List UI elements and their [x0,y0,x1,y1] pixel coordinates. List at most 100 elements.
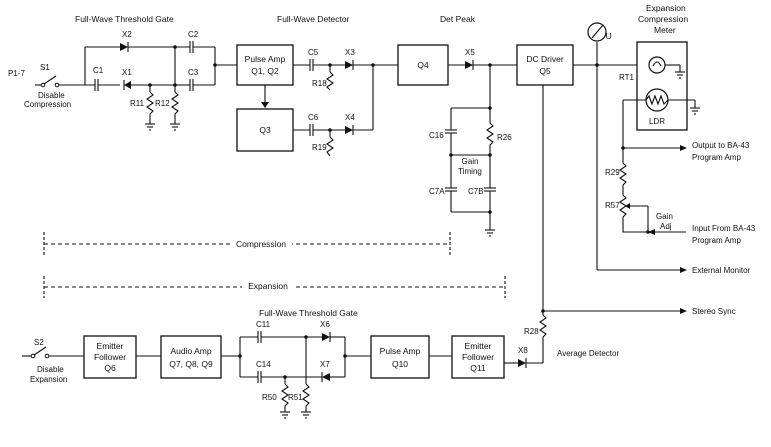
pulse-amp-top-label: Pulse Amp [245,54,286,64]
r11-label: R11 [130,99,145,108]
lamp-filament [652,61,662,67]
diode-x8 [518,358,527,368]
emitter-follower-q6-block [83,335,137,379]
c3-label: C3 [188,68,199,77]
ground-symbol [690,107,700,115]
x7-label: X7 [320,360,330,369]
diode-x4 [345,125,354,135]
ef-q6-line2: Follower [94,352,126,362]
r28-label: R28 [524,327,539,336]
expansion-meter-title-1: Expansion [646,3,686,13]
pulse-amp-q1-q2-block [236,44,294,86]
x2-label: X2 [122,30,132,39]
expansion-meter-title-2: Compression [638,14,688,24]
x6-label: X6 [320,320,330,329]
wiper-arrow [625,203,630,209]
x8-label: X8 [518,346,528,355]
q3-label: Q3 [259,125,271,135]
ground-symbol [675,71,685,79]
rt1-label: RT1 [619,73,635,82]
gain-timing-label-1: Gain [462,157,479,166]
average-detector-label: Average Detector [557,349,619,358]
stereo-sync-label: Stereo Sync [692,307,736,316]
r26-label: R26 [497,133,512,142]
ground-symbol [301,411,311,419]
capacitor-c11 [257,331,262,343]
input-ba43-label-1: Input From BA-43 [692,224,756,233]
capacitor-c3 [189,79,194,91]
capacitor-c7a [445,187,457,192]
ef-q11-line2: Follower [462,352,494,362]
ef-q6-line3: Q6 [104,363,116,373]
compression-range-label: Compression [236,239,286,249]
ground-symbol [485,229,495,237]
capacitor-c1 [94,79,99,91]
capacitor-c6 [309,124,314,136]
lamp-icon [648,56,666,74]
c16-label: C16 [429,131,444,140]
resistor-r57 [619,194,648,233]
x1-label: X1 [122,68,132,77]
gain-adj-label-2: Adj [660,222,672,231]
disable-compression-1: Disable [38,91,65,100]
dc-driver-sub: Q5 [539,66,551,76]
q3-block [236,108,294,152]
s1-switch[interactable] [35,75,60,88]
c7a-label: C7A [429,187,445,196]
c14-label: C14 [256,360,271,369]
dc-driver-q5-block [516,44,574,86]
q4-label: Q4 [417,60,429,70]
resistor-r18 [326,71,334,91]
capacitor-c5 [309,59,314,71]
threshold-gate-bottom-title: Full-Wave Threshold Gate [259,308,358,318]
resistor-r29 [619,162,627,195]
diode-x6 [322,332,331,342]
det-peak-title: Det Peak [440,14,476,24]
resistor-r26 [486,122,494,188]
gain-timing-label-2: Timing [458,167,482,176]
diode-x2 [120,42,129,52]
ground-symbol [280,411,290,419]
r29-label: R29 [605,168,620,177]
s2-switch[interactable] [22,346,50,359]
ldr-label: LDR [649,117,665,126]
vu-label: VU [600,31,612,41]
capacitor-c7b [484,187,496,192]
c7b-label: C7B [468,187,484,196]
resistor-r28 [539,314,547,363]
output-ba43-label-1: Output to BA-43 [692,141,750,150]
ef-q11-line3: Q11 [470,363,486,373]
audio-amp-sub: Q7, Q8, Q9 [169,359,213,369]
diode-x7 [321,372,330,382]
external-monitor-label: External Monitor [692,266,751,275]
diode-x5 [465,60,474,70]
r57-label: R57 [605,201,620,210]
audio-amp-label: Audio Amp [170,346,211,356]
ef-q6-line1: Emitter [97,341,124,351]
gain-adj-label-1: Gain [656,212,673,221]
dc-driver-label: DC Driver [526,54,563,64]
emitter-follower-q11-block [451,335,505,379]
output-ba43-label-2: Program Amp [692,153,741,162]
c11-label: C11 [256,320,271,329]
c1-label: C1 [93,66,104,75]
resistor-r51 [302,383,310,412]
r19-label: R19 [312,143,327,152]
p1-7-label: P1-7 [8,69,25,78]
ldr-resistor [645,94,669,106]
pulse-amp-bottom-label: Pulse Amp [380,346,421,356]
resistor-r19 [326,136,334,157]
r18-label: R18 [312,79,327,88]
vu-meter-icon [587,22,607,42]
diode-x1 [123,80,131,90]
capacitor-c16 [445,129,457,134]
expansion-meter-title-3: Meter [654,25,676,35]
disable-expansion-2: Expansion [30,375,67,384]
audio-amp-block [160,335,222,379]
c2-label: C2 [188,30,199,39]
r50-label: R50 [262,393,277,402]
pulse-amp-bottom-sub: Q10 [392,359,408,369]
ef-q11-line1: Emitter [465,341,492,351]
x3-label: X3 [345,48,355,57]
